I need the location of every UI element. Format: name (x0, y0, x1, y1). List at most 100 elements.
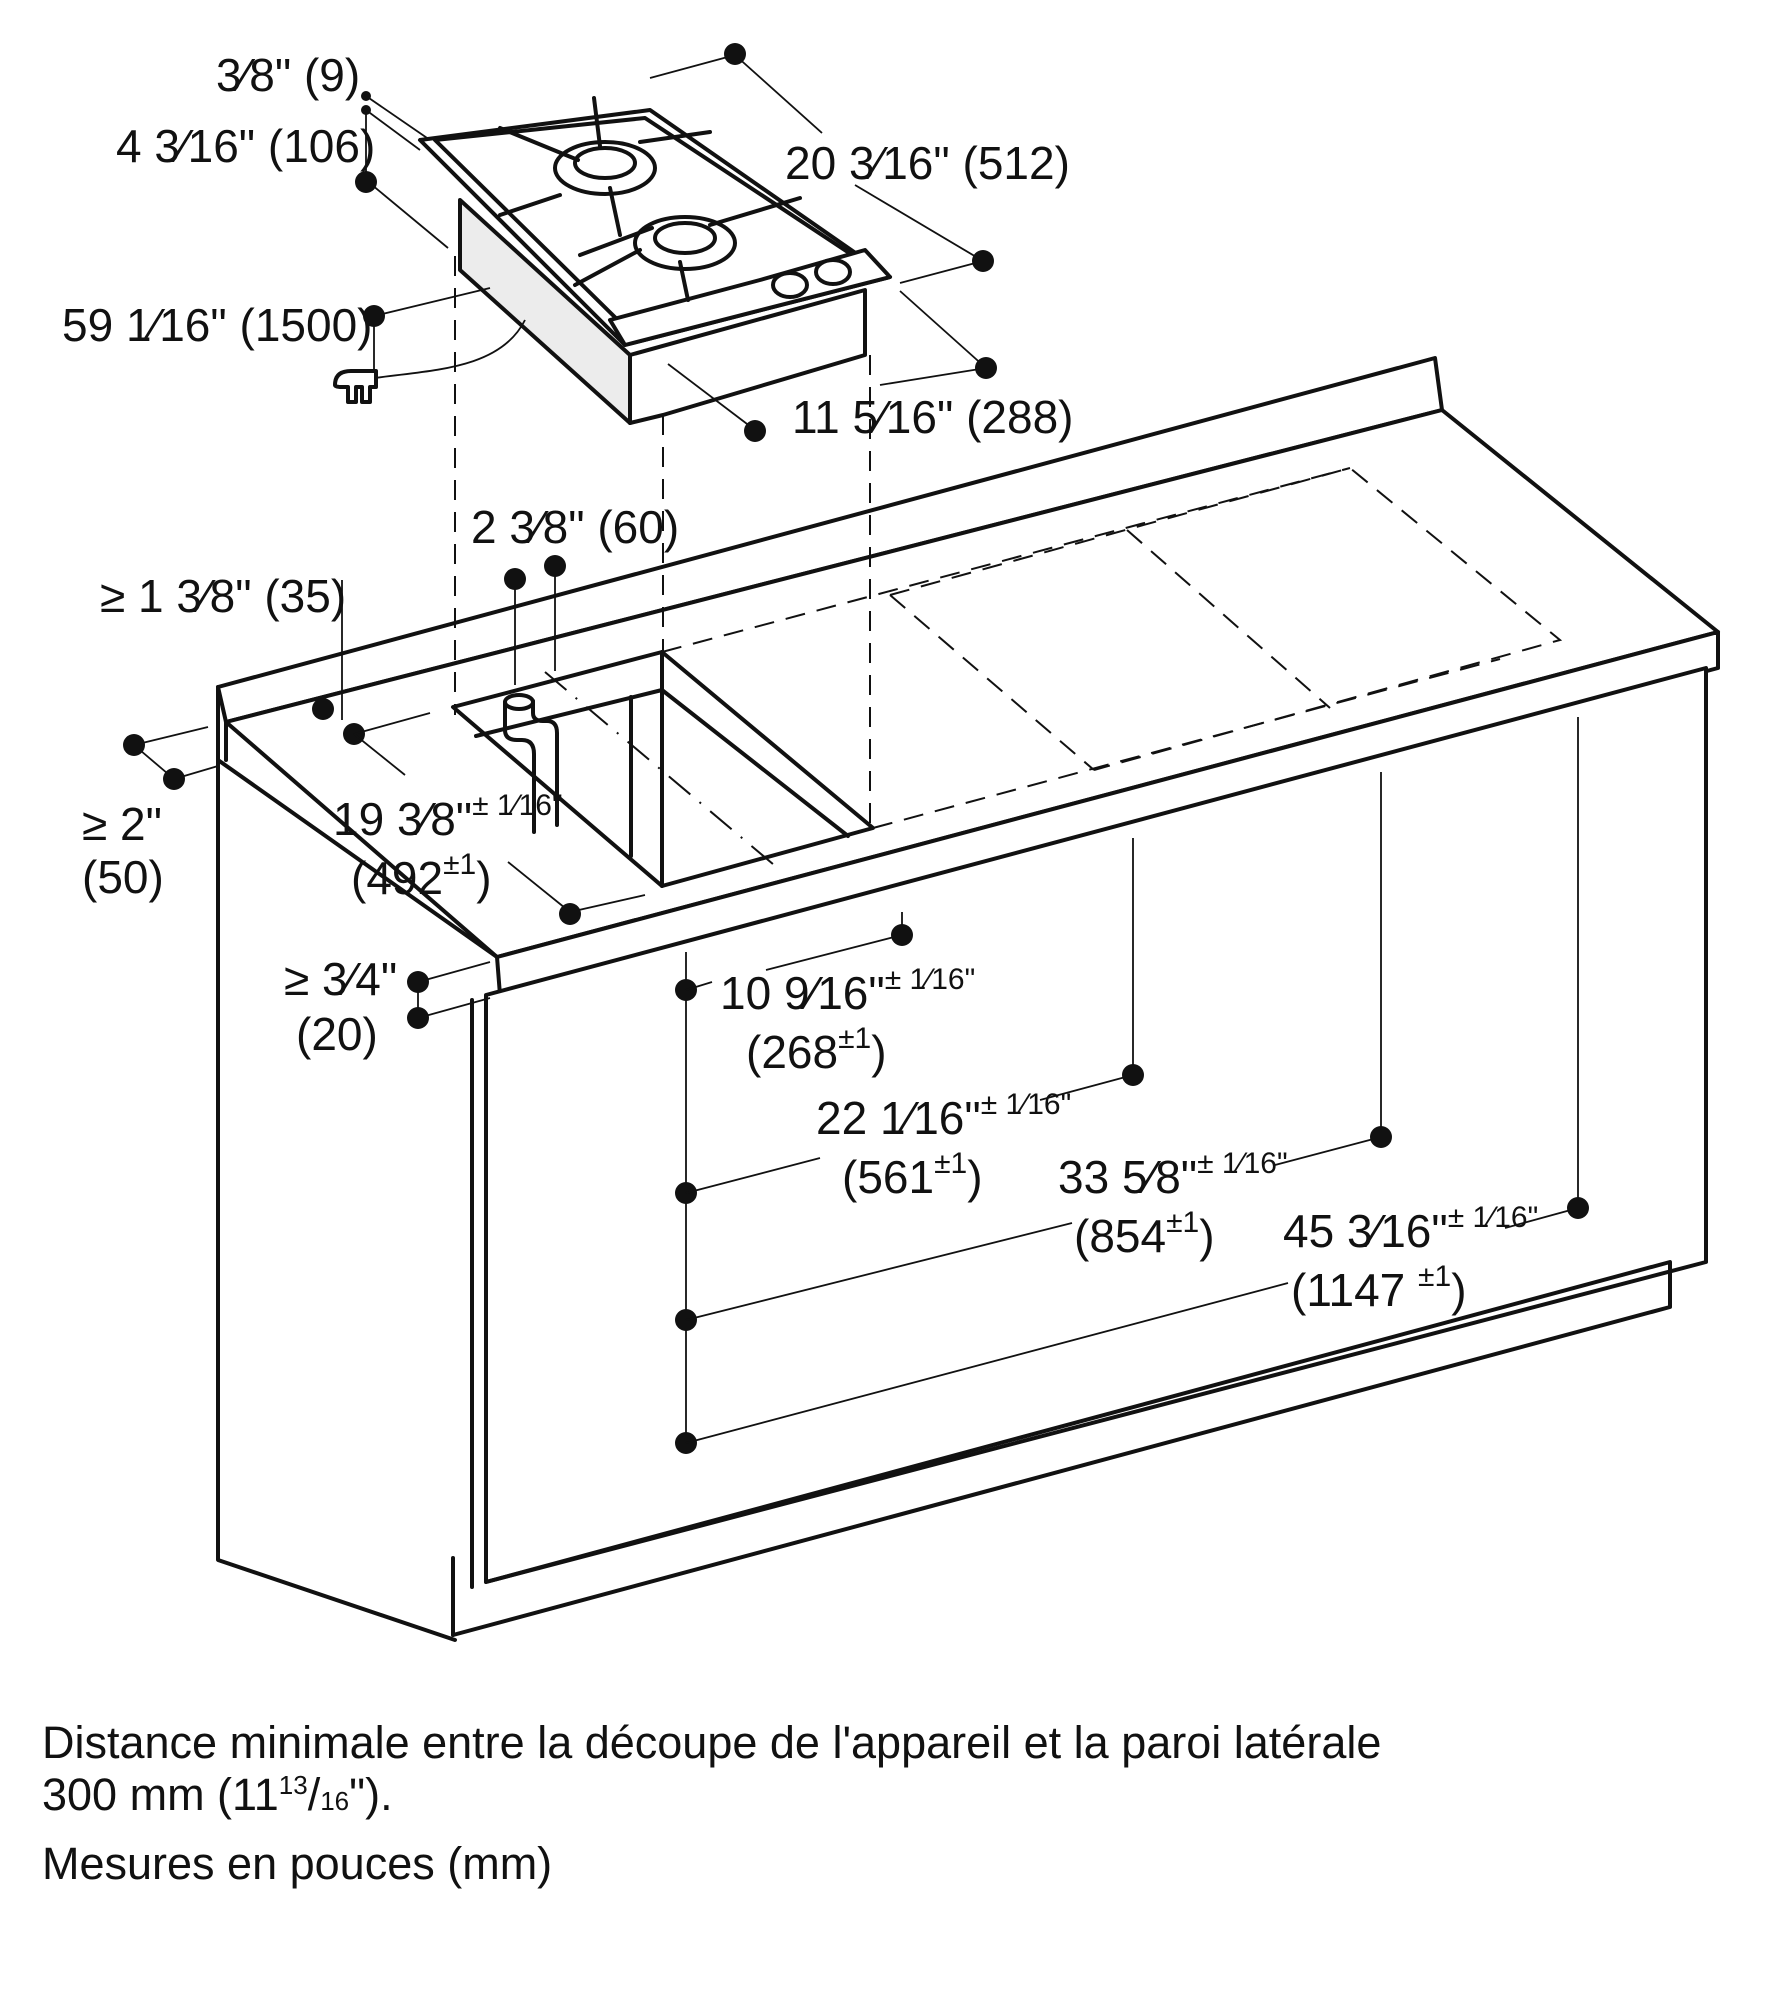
dim-tolerance: ±1 (838, 1022, 872, 1056)
dim-inch: ≥ 3⁄4" (284, 953, 398, 1005)
dim-tolerance: ±1 (443, 848, 477, 882)
dim-label-connection-offset: 2 3⁄8" (60) (471, 504, 679, 550)
dim-mm: (1147 (1291, 1264, 1419, 1317)
dim-mm-close: ) (1451, 1264, 1467, 1317)
side-wall-suffix: "). (349, 1768, 393, 1820)
dimension-markers (123, 43, 1589, 1454)
dim-dot (744, 420, 766, 442)
dim-mm: (288) (966, 391, 1074, 443)
dim-dot (1370, 1126, 1392, 1148)
dim-inch: 3⁄8" (216, 49, 292, 101)
dim-label-total-height: 4 3⁄16" (106) (116, 123, 375, 169)
cutout-positions (661, 466, 1563, 829)
dim-tolerance: ± 1⁄16" (1447, 1201, 1539, 1234)
dim-label-min-front-clearance: ≥ 2" (50) (82, 798, 164, 904)
worktop-front-edge (495, 630, 1720, 997)
dim-inch: 33 5⁄8" (1058, 1151, 1198, 1203)
dim-label-cutout-depth: 19 3⁄8"± 1⁄16" (492±1) (333, 788, 563, 906)
dim-inch: 59 1⁄16" (62, 299, 227, 351)
dim-label-appliance-depth: 20 3⁄16" (512) (785, 140, 1070, 186)
dim-label-min-worktop-thickness: ≥ 3⁄4" (20) (284, 952, 397, 1062)
dim-label-trim-thickness: 3⁄8" (9) (216, 52, 360, 98)
dim-mm: (268 (746, 1026, 839, 1079)
dim-mm: (492 (351, 852, 444, 905)
dim-mm: (512) (962, 137, 1070, 189)
side-wall-note-line2: 300 mm (1113/16"). (42, 1768, 393, 1820)
power-cord (374, 319, 526, 379)
dim-mm: (106) (267, 120, 376, 172)
dim-tolerance: ±1 (1166, 1206, 1200, 1240)
dim-label-min-back-clearance: ≥ 1 3⁄8" (35) (100, 573, 346, 619)
dim-dot (724, 43, 746, 65)
dim-mm: (1500) (239, 299, 373, 351)
dim-tolerance: ± 1⁄16" (472, 789, 563, 822)
dim-dot (407, 971, 429, 993)
dim-inch: 11 5⁄16" (792, 391, 954, 443)
dim-label-cutout-width-2: 22 1⁄16"± 1⁄16" (561±1) (816, 1087, 1071, 1205)
dim-label-appliance-width: 11 5⁄16" (288) (792, 394, 1073, 440)
dim-mm-close: ) (871, 1026, 887, 1079)
burner-icon (553, 140, 657, 196)
units-note: Mesures en pouces (mm) (42, 1838, 553, 1889)
dim-dot (407, 1007, 429, 1029)
knob-icon (814, 258, 852, 286)
dim-mm: (35) (264, 570, 347, 622)
dim-label-cutout-width-3: 33 5⁄8"± 1⁄16" (854±1) (1058, 1146, 1288, 1264)
side-wall-note: Distance minimale entre la découpe de l'… (42, 1717, 1381, 1821)
cabinet-left-side (216, 758, 457, 1642)
dim-tolerance: ±1 (934, 1147, 968, 1181)
dim-dot (123, 734, 145, 756)
appliance-body-front (628, 288, 867, 425)
dim-dot (363, 305, 385, 327)
fraction-denominator: 16 (320, 1785, 350, 1816)
dim-mm-close: ) (476, 852, 492, 905)
dim-mm-close: ) (1199, 1210, 1215, 1263)
dim-inch: 19 3⁄8" (333, 793, 473, 845)
dim-inch: 22 1⁄16" (816, 1092, 981, 1144)
dim-dot (1122, 1064, 1144, 1086)
cabinet-front (484, 666, 1708, 1584)
dim-dot (163, 768, 185, 790)
dim-inch: 20 3⁄16" (785, 137, 950, 189)
grate (498, 96, 802, 302)
dim-dot (355, 171, 377, 193)
dim-dot (504, 568, 526, 590)
plug-icon (333, 369, 378, 404)
dim-dot (361, 105, 371, 115)
side-wall-note-line1: Distance minimale entre la découpe de l'… (42, 1717, 1382, 1768)
dim-inch: ≥ 2" (82, 798, 162, 850)
dim-inch: 4 3⁄16" (116, 120, 256, 172)
dim-mm: (854 (1074, 1210, 1167, 1263)
dim-tolerance: ± 1⁄16" (884, 963, 976, 996)
dim-mm: (20) (296, 1008, 378, 1061)
dim-mm: (50) (82, 850, 164, 903)
dim-dot (312, 698, 334, 720)
gas-pipe (503, 699, 559, 834)
dim-dot (559, 903, 581, 925)
cutout (451, 650, 875, 888)
burner-icon (633, 215, 737, 271)
dim-dot (544, 555, 566, 577)
dim-tolerance: ±1 (1418, 1260, 1452, 1294)
dim-inch: 10 9⁄16" (720, 967, 885, 1019)
dim-mm: (9) (303, 49, 361, 101)
dim-mm: (561 (842, 1151, 935, 1204)
cooktop-appliance (333, 96, 892, 425)
dim-dot (891, 924, 913, 946)
fraction-numerator: 13 (278, 1769, 308, 1800)
dim-tolerance: ± 1⁄16" (980, 1088, 1072, 1121)
projection-lines (454, 256, 871, 830)
dim-dot (1567, 1197, 1589, 1219)
dim-tolerance: ± 1⁄16" (1197, 1147, 1288, 1180)
dim-inch: 2 3⁄8" (471, 501, 585, 553)
dim-mm-close: ) (967, 1151, 983, 1204)
dim-inch: ≥ 1 3⁄8" (100, 570, 252, 622)
dim-mm: (60) (597, 501, 680, 553)
dim-label-cutout-width-1: 10 9⁄16"± 1⁄16" (268±1) (720, 962, 975, 1080)
dim-dot (361, 91, 371, 101)
knob-icon (771, 271, 809, 299)
side-wall-value: 300 mm (11 (42, 1768, 279, 1820)
cabinet (216, 356, 1720, 1642)
dim-dot (972, 250, 994, 272)
